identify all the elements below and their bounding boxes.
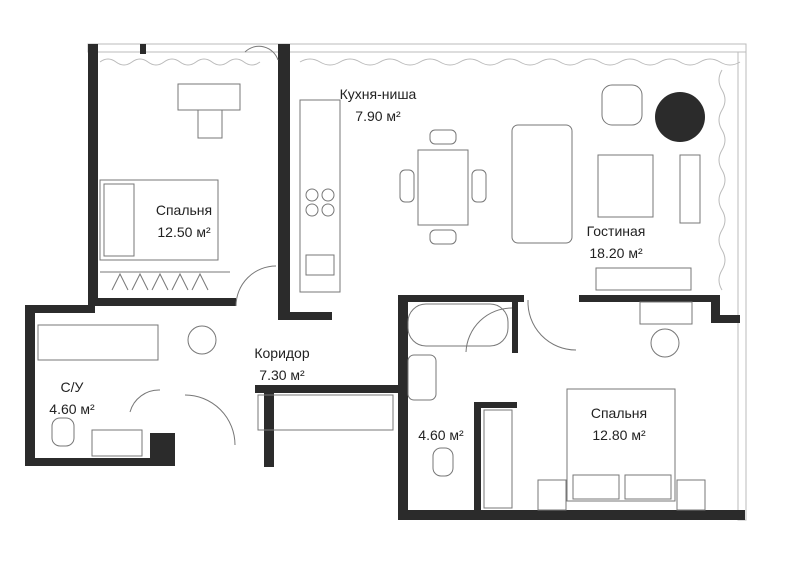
- decor-circle: [655, 92, 705, 142]
- wardrobe2: [483, 409, 513, 509]
- windows: [87, 43, 747, 521]
- radiator: [595, 267, 692, 291]
- tv-stand: [679, 154, 701, 224]
- bed-left: [99, 179, 219, 261]
- bathroom2-area: 4.60 м²: [418, 427, 464, 443]
- kitchen-counter: [299, 99, 341, 293]
- dining-table: [417, 149, 469, 226]
- corridor-name: Коридор: [254, 345, 310, 361]
- armchair-table: [597, 154, 654, 218]
- sink2: [407, 354, 437, 401]
- kitchen-area: 7.90 м²: [355, 108, 401, 124]
- walls: [25, 44, 745, 520]
- chair: [197, 109, 223, 139]
- bedroom1-name: Спальня: [156, 202, 212, 218]
- bedroom2-area: 12.80 м²: [592, 427, 646, 443]
- room-labels: Кухня-ниша 7.90 м² Спальня 12.50 м² Гост…: [49, 86, 647, 443]
- bathtub1: [37, 324, 159, 361]
- bed-right: [566, 388, 676, 502]
- living-area: 18.20 м²: [589, 245, 643, 261]
- wardrobe: [257, 394, 394, 431]
- toilet1: [51, 417, 75, 447]
- doors: [129, 45, 577, 446]
- bedroom2-name: Спальня: [591, 405, 647, 421]
- sofa: [511, 124, 573, 244]
- armchair: [601, 84, 643, 126]
- sink1: [91, 429, 143, 457]
- bedroom1-area: 12.50 м²: [157, 224, 211, 240]
- bathroom1-name: С/У: [61, 379, 84, 395]
- furniture: [37, 83, 706, 511]
- bathtub2: [407, 303, 509, 347]
- kitchen-name: Кухня-ниша: [340, 86, 417, 102]
- desk: [177, 83, 241, 111]
- corridor-area: 7.30 м²: [259, 367, 305, 383]
- bathroom1-area: 4.60 м²: [49, 401, 95, 417]
- toilet2: [432, 447, 454, 477]
- living-name: Гостиная: [587, 223, 646, 239]
